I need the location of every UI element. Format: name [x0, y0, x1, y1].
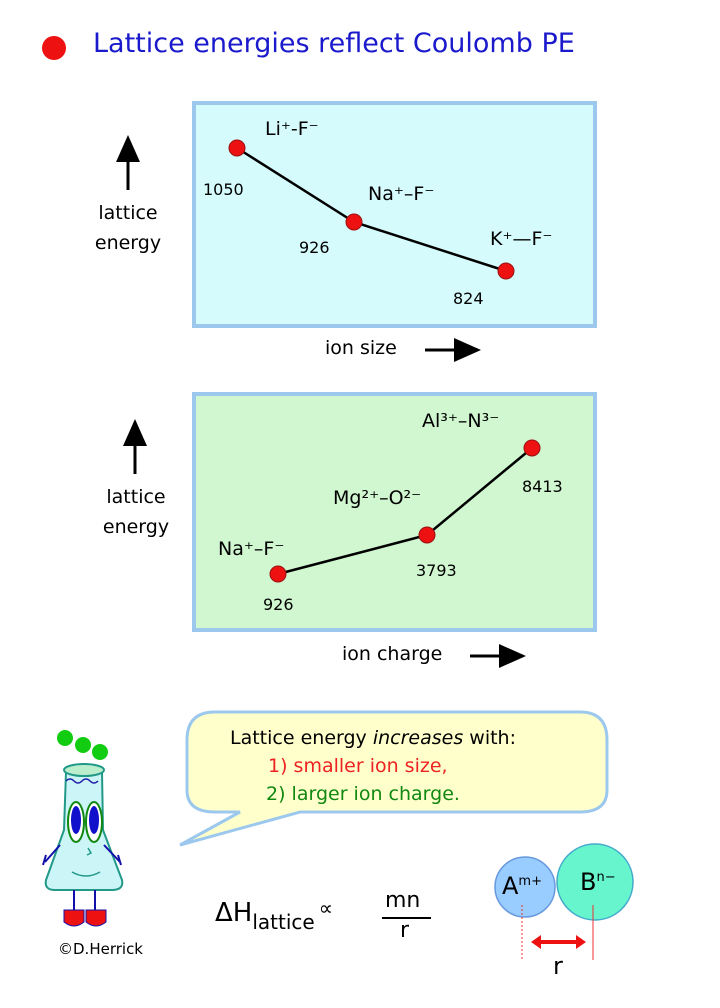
- value-label: 3793: [416, 561, 457, 580]
- bubble-heading: Lattice energy increases with:: [230, 727, 516, 749]
- bullet-dot: [42, 36, 66, 60]
- value-label: 926: [299, 238, 330, 257]
- formula-lhs: ΔHlattice∝: [215, 896, 333, 934]
- panel-ion-charge: [192, 392, 597, 632]
- cation-sphere: [494, 856, 556, 918]
- cation-label: Am+: [502, 872, 542, 900]
- value-label: 824: [453, 289, 484, 308]
- compound-label: K⁺—F⁻: [490, 228, 553, 250]
- bubble-item-2: 2) larger ion charge.: [266, 783, 460, 805]
- compound-label: Li⁺-F⁻: [265, 118, 319, 140]
- data-point: [418, 526, 436, 544]
- value-label: 926: [263, 595, 294, 614]
- credit: ©D.Herrick: [58, 940, 143, 958]
- data-point: [497, 262, 515, 280]
- x-axis-label: ion charge: [342, 643, 443, 665]
- data-point: [269, 565, 287, 583]
- data-point: [345, 213, 363, 231]
- compound-label: Na⁺–F⁻: [368, 183, 435, 205]
- compound-label: Al³⁺–N³⁻: [422, 410, 500, 432]
- speech-bubble: [179, 710, 609, 847]
- value-label: 8413: [522, 477, 563, 496]
- value-label: 1050: [203, 180, 244, 199]
- compound-label: Na⁺–F⁻: [218, 538, 285, 560]
- slide-title: Lattice energies reflect Coulomb PE: [93, 28, 575, 59]
- anion-sphere: [556, 843, 634, 921]
- x-axis-label: ion size: [325, 337, 397, 359]
- formula-numerator: mn: [385, 888, 421, 913]
- flask-mascot: [42, 730, 124, 927]
- anion-label: Bn−: [580, 868, 616, 896]
- compound-label: Mg²⁺–O²⁻: [333, 487, 422, 509]
- formula-denominator: r: [400, 918, 410, 943]
- data-point: [523, 439, 541, 457]
- data-point: [228, 139, 246, 157]
- panel-ion-size: [192, 101, 597, 328]
- bubble-item-1: 1) smaller ion size,: [268, 755, 448, 777]
- distance-label: r: [553, 952, 563, 980]
